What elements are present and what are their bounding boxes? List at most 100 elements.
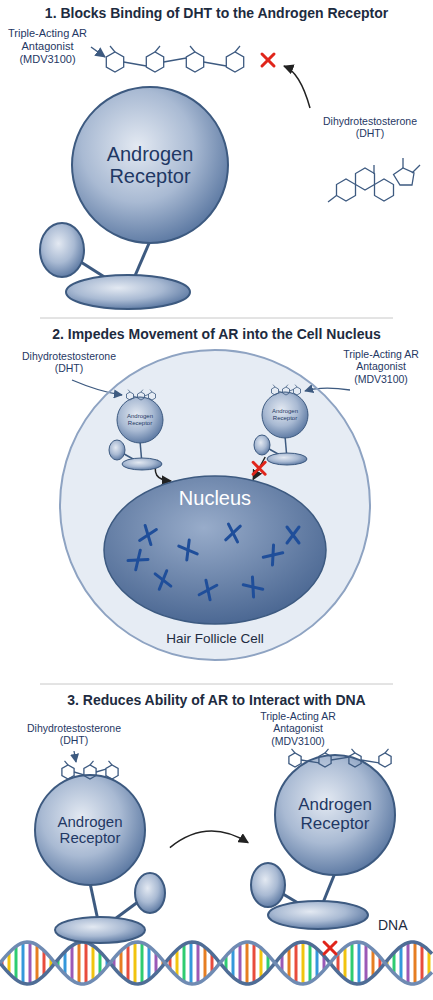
base-pair — [246, 942, 249, 984]
molecule-ring — [226, 52, 243, 72]
ligand-molecule — [272, 385, 301, 395]
base-pair — [400, 946, 403, 979]
molecule-ring — [84, 765, 96, 779]
nucleus-node: Nucleus — [103, 475, 327, 625]
base-pair — [197, 943, 200, 983]
molecule-bond — [74, 772, 84, 775]
molecule-ring — [375, 179, 394, 201]
molecule-bond — [412, 165, 420, 173]
molecule-bond — [144, 394, 148, 396]
receptor-node: Androgen Receptor — [248, 745, 400, 931]
base-pair — [71, 946, 74, 981]
base-pair — [36, 945, 39, 981]
molecule-bond — [90, 761, 94, 765]
molecule-ring — [106, 765, 118, 779]
dna-strand — [0, 942, 432, 984]
base-pair — [344, 947, 347, 979]
base-pair — [295, 943, 298, 982]
base-pair — [92, 946, 95, 981]
base-pair — [421, 945, 424, 981]
molecule-ring — [272, 387, 279, 395]
base-pair — [288, 948, 291, 978]
ligand-molecule — [106, 46, 243, 72]
chromatid — [287, 527, 299, 543]
ligand-molecule — [289, 749, 391, 767]
callout-label: Triple-Acting AR Antagonist (MDV3100) — [250, 710, 346, 747]
chromatid — [287, 527, 299, 543]
base-pair — [309, 944, 312, 982]
chromosome — [140, 525, 157, 544]
receptor-base — [122, 458, 162, 470]
chromatid — [140, 525, 157, 544]
chromosome — [179, 540, 197, 560]
base-pair — [15, 946, 18, 979]
chromosome — [128, 550, 148, 569]
callout-label: Triple-Acting AR Antagonist (MDV3100) — [5, 27, 90, 66]
separator-line — [40, 318, 393, 319]
chromosome — [199, 580, 217, 600]
dna-strand — [0, 942, 432, 984]
base-pair — [204, 947, 207, 979]
node-shape — [108, 388, 168, 470]
molecule-bond — [385, 749, 389, 753]
chromatid — [226, 524, 241, 542]
receptor-node: Androgen Receptor — [108, 388, 168, 470]
base-pair — [22, 943, 25, 984]
section-heading: 2. Impedes Movement of AR into the Cell … — [0, 326, 433, 343]
receptor-base — [66, 275, 190, 309]
cell-fill — [60, 350, 370, 660]
connector-arrow — [170, 831, 248, 848]
molecule-bond — [295, 385, 297, 387]
chromatid — [199, 580, 217, 600]
ligand-molecule — [127, 390, 156, 400]
molecule-ring — [379, 753, 391, 767]
molecule-bond — [361, 760, 379, 763]
molecule-bond — [292, 749, 296, 753]
receptor-label: Androgen Receptor — [123, 413, 158, 426]
molecule-bond — [402, 158, 403, 168]
base-pair — [78, 942, 81, 983]
leader-arrow — [305, 388, 350, 391]
base-pair — [43, 951, 46, 976]
molecule-ring — [62, 765, 74, 779]
molecule-bond — [204, 62, 227, 66]
receptor-head — [275, 755, 395, 875]
cross-stroke — [253, 462, 265, 474]
chromatid — [226, 524, 241, 542]
molecule-bond — [141, 390, 143, 392]
chromatid — [179, 540, 197, 560]
molecule-bond — [65, 761, 69, 765]
molecule-ring — [356, 168, 375, 190]
molecule-bond — [124, 62, 147, 66]
molecule-ring — [349, 753, 361, 767]
receptor-domain — [254, 435, 270, 455]
receptor-domain — [135, 873, 165, 913]
base-pair — [134, 942, 137, 984]
chromatid — [155, 571, 171, 590]
molecule-ring — [319, 753, 331, 767]
molecule-bond — [289, 389, 293, 391]
receptor-label: Androgen Receptor — [290, 796, 380, 833]
chromatid — [128, 550, 148, 569]
section-heading: 3. Reduces Ability of AR to Interact wit… — [0, 692, 433, 709]
base-pair — [253, 943, 256, 982]
receptor-head — [117, 397, 163, 443]
base-pair — [351, 943, 354, 983]
chromatid — [155, 571, 171, 590]
block-cross — [253, 462, 265, 474]
chromosome — [243, 577, 262, 597]
base-pair — [183, 944, 186, 981]
receptor-base — [267, 453, 307, 465]
receptor-domain — [109, 440, 125, 460]
callout-label: Triple-Acting AR Antagonist (MDV3100) — [335, 348, 427, 385]
base-pair — [302, 942, 305, 984]
chromatid — [263, 545, 282, 565]
chromatid — [243, 577, 262, 597]
base-pair — [260, 948, 263, 978]
separator-line — [40, 684, 393, 685]
molecule-bond — [150, 390, 152, 392]
chromatid — [199, 580, 217, 600]
receptor-base — [268, 901, 368, 929]
molecule-bond — [133, 396, 137, 398]
base-pair — [190, 942, 193, 984]
